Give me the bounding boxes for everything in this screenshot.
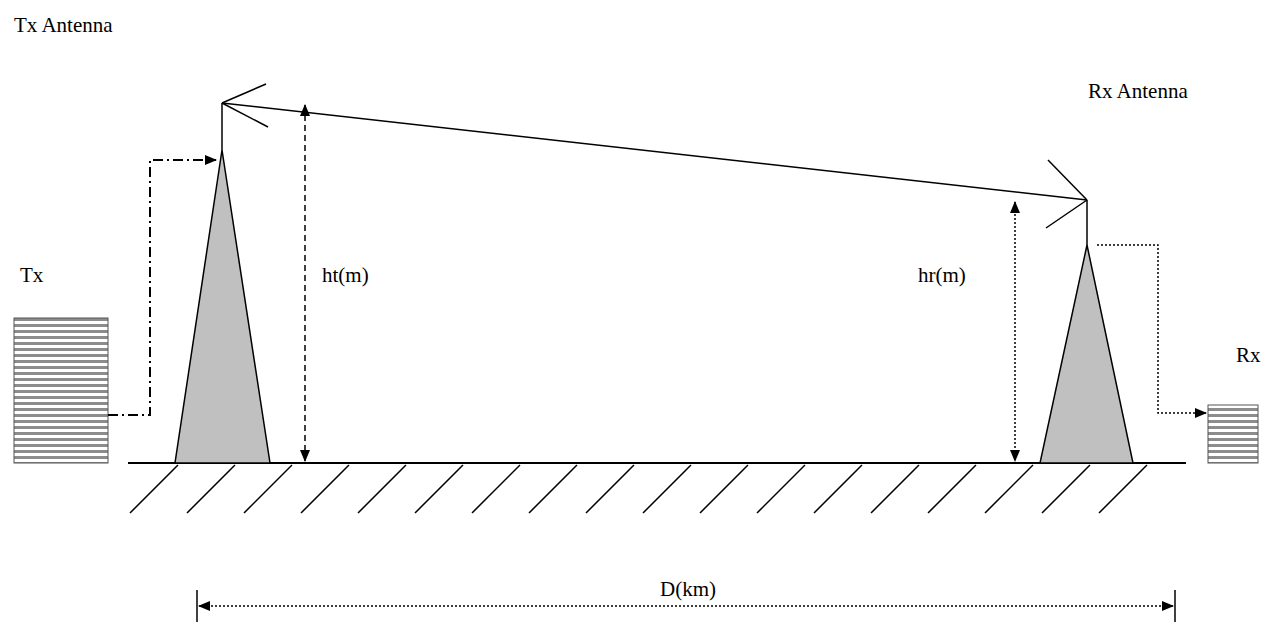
antenna-label: Tx Antenna [14, 14, 113, 37]
antenna-label: Rx Antenna [1088, 80, 1188, 103]
tx-tower [175, 150, 270, 463]
rx-tower [1040, 245, 1133, 463]
ht-dimension [304, 105, 306, 461]
tx-feeder [108, 160, 216, 415]
tx-antenna [222, 84, 268, 150]
equipment-label: Rx [1236, 344, 1261, 367]
radio-path [222, 103, 1087, 200]
ground-hatching [130, 465, 1147, 513]
dimension-label: hr(m) [918, 264, 966, 287]
rx-feeder [1097, 245, 1206, 413]
equipment-label: Tx [20, 264, 43, 287]
rx-equipment [1208, 405, 1258, 463]
hr-dimension [1014, 202, 1016, 461]
ground-line [128, 462, 1186, 464]
dimension-label: ht(m) [322, 264, 369, 287]
rx-antenna [1046, 160, 1087, 245]
dimension-label: D(km) [660, 578, 716, 601]
tx-equipment [14, 318, 108, 463]
